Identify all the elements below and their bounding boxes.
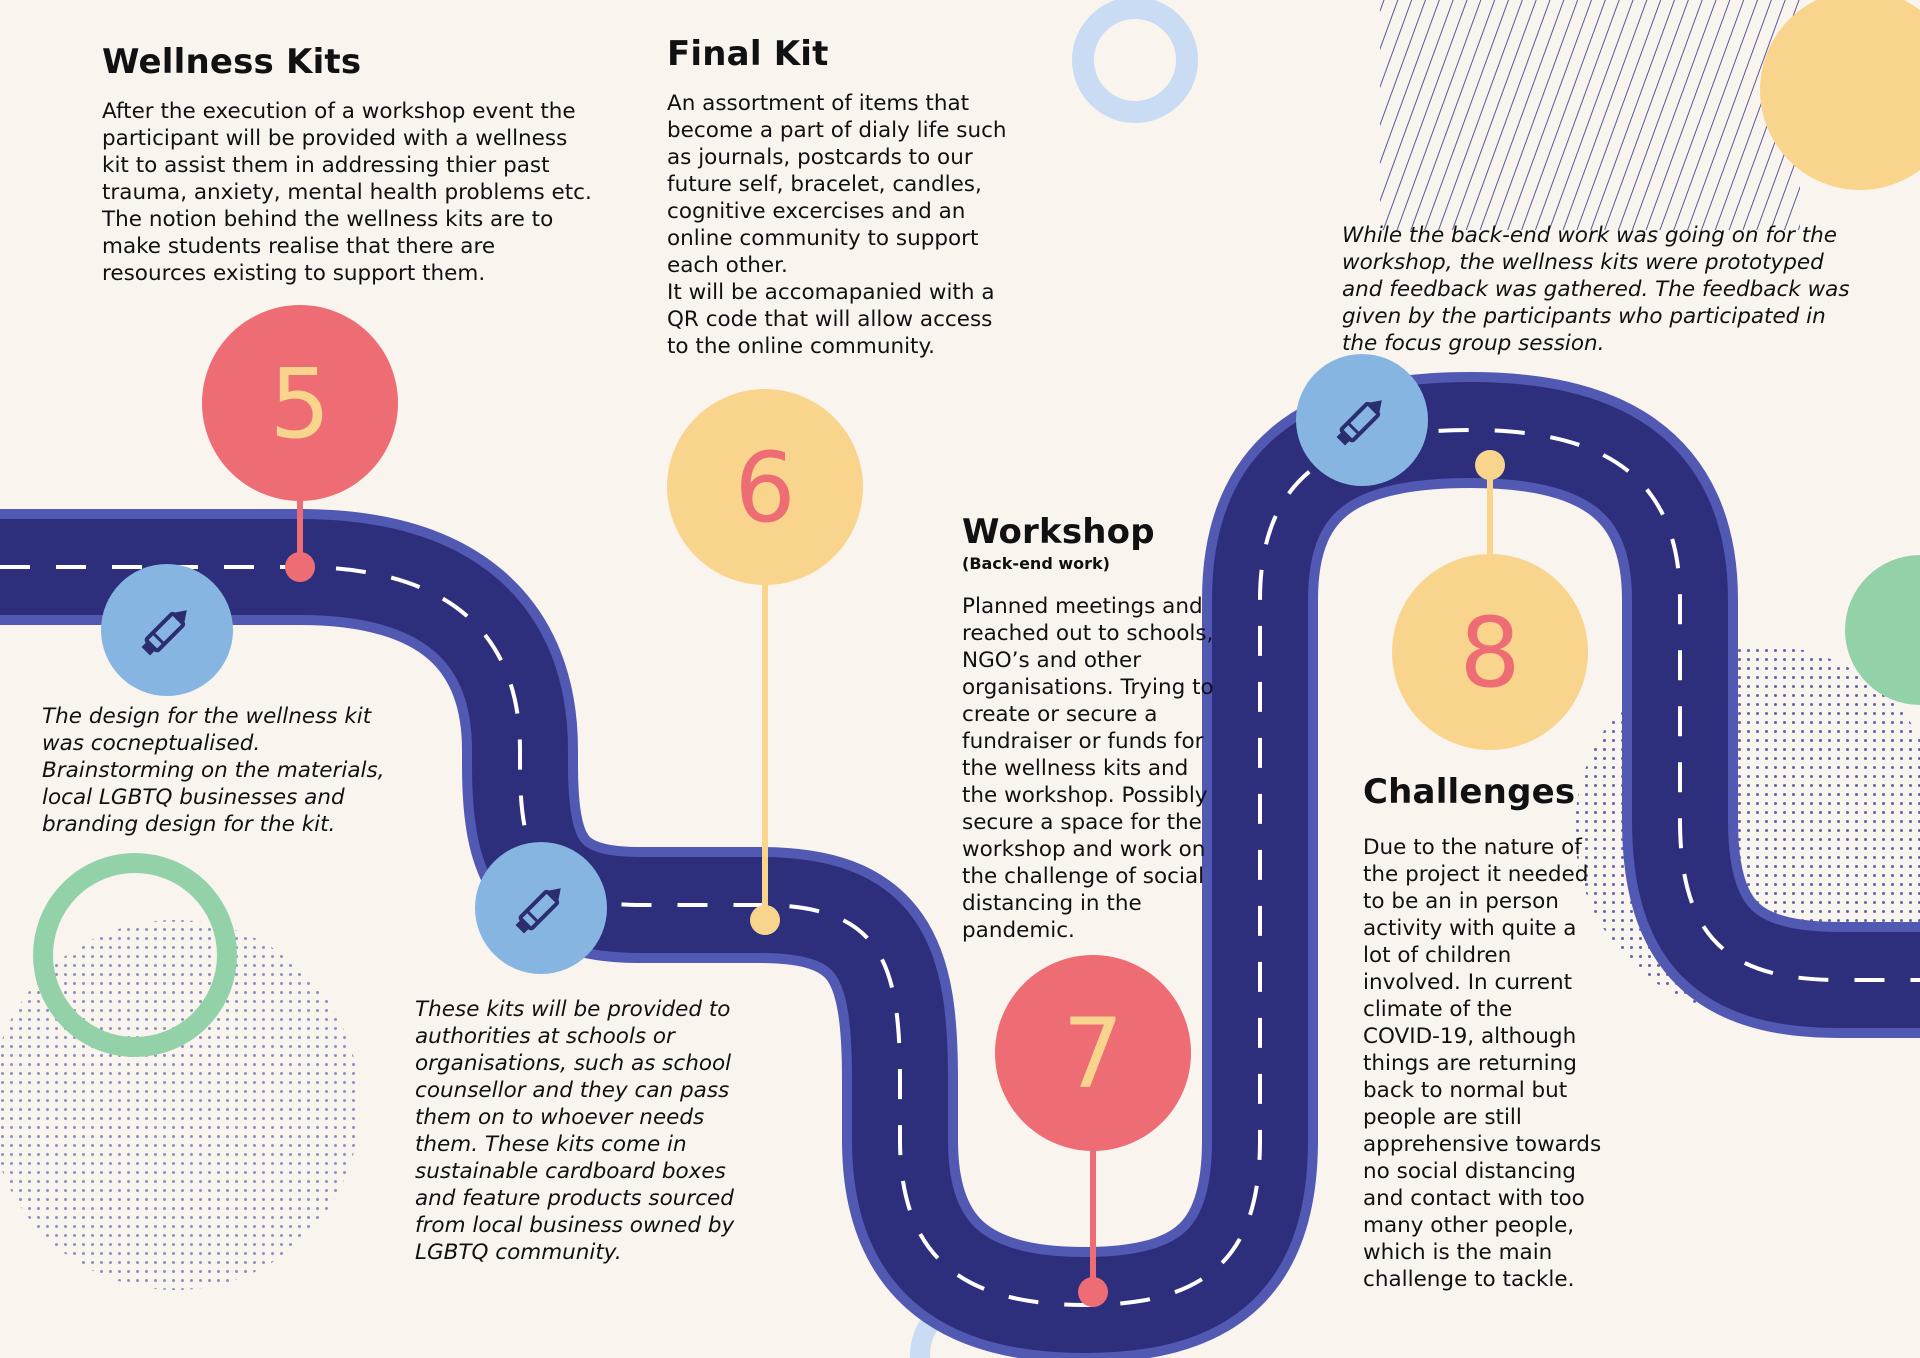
stage-7-marker (995, 955, 1191, 1307)
light-blue-ring-decoration (1072, 0, 1198, 123)
pen-icon (141, 610, 187, 656)
note-kit-distribution: These kits will be provided to authoriti… (415, 997, 735, 1265)
stage-8-body: Due to the nature of the project it need… (1363, 835, 1602, 1292)
pen-icon (1336, 400, 1382, 446)
stage-6-text: Final Kit An assortment of items that be… (667, 34, 1067, 360)
stage-5-number: 5 (269, 348, 330, 460)
stage-7-number: 7 (1062, 998, 1123, 1110)
stage-5-title: Wellness Kits (102, 42, 362, 82)
pen-badge-1 (101, 564, 233, 696)
stage-6-body: An assortment of items that become a par… (667, 91, 1007, 359)
stage-7-text: Workshop (Back-end work) Planned meeting… (962, 512, 1262, 944)
stage-8-number: 8 (1459, 597, 1520, 709)
road (0, 371, 1920, 1358)
stage-6-number: 6 (734, 432, 795, 544)
stage-8-marker (1392, 450, 1588, 750)
dot-pattern-decoration (0, 920, 360, 1290)
pen-icon (515, 888, 561, 934)
stage-7-subtitle: (Back-end work) (962, 554, 1110, 573)
stage-5-text: Wellness Kits After the execution of a w… (102, 42, 642, 287)
green-circle-decoration (1845, 555, 1920, 705)
stage-6-title: Final Kit (667, 34, 829, 74)
pen-badge-3 (1296, 354, 1428, 486)
hatch-decoration (1380, 0, 1800, 230)
yellow-circle-decoration (1760, 0, 1920, 190)
stage-5-marker (202, 305, 398, 582)
stage-5-body: After the execution of a workshop event … (102, 99, 592, 286)
stage-8-text: Challenges Due to the nature of the proj… (1363, 772, 1663, 1293)
stage-7-body: Planned meetings and reached out to scho… (962, 594, 1214, 943)
stage-6-marker (667, 389, 863, 935)
stage-7-title: Workshop (962, 512, 1155, 552)
note-design-concept: The design for the wellness kit was cocn… (42, 704, 385, 837)
stage-8-title: Challenges (1363, 772, 1576, 812)
green-ring-decoration (33, 853, 237, 1057)
note-prototype-feedback: While the back-end work was going on for… (1342, 223, 1850, 356)
pen-badge-2 (475, 842, 607, 974)
